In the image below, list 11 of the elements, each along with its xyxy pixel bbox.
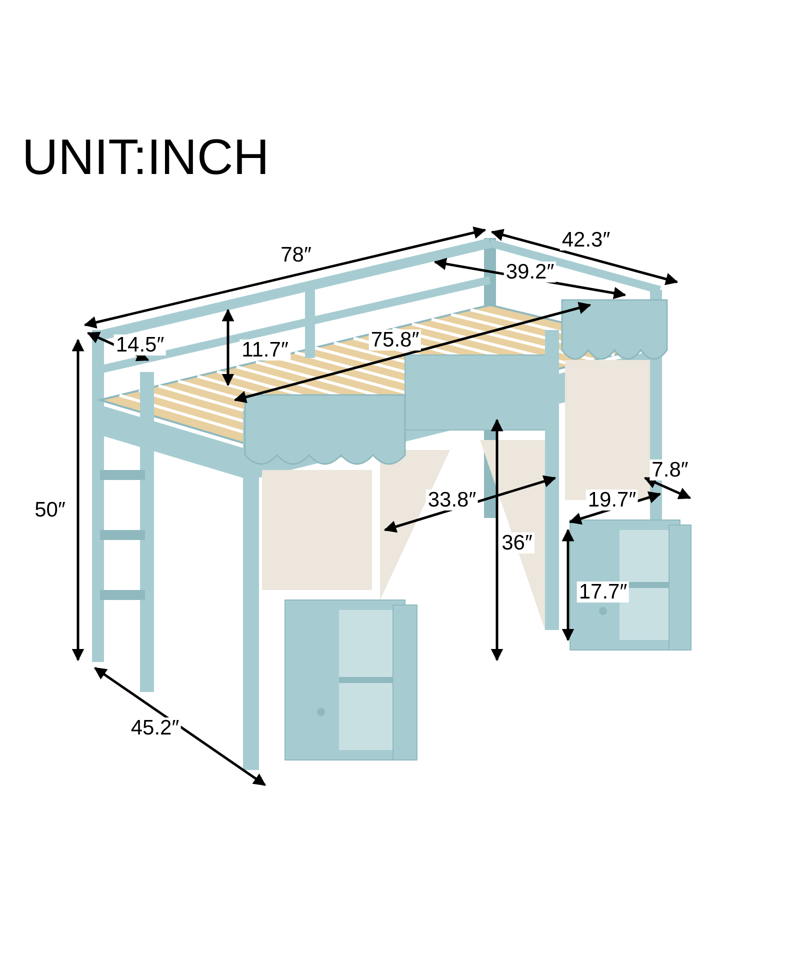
- dimension-label: 11.7″: [240, 340, 290, 360]
- dimension-label: 14.5″: [114, 334, 166, 356]
- dimension-label: 19.7″: [586, 490, 638, 510]
- dimension-label: 17.7″: [576, 582, 630, 602]
- dimension-label: 42.3″: [560, 230, 612, 250]
- dimension-label: 36″: [500, 532, 534, 554]
- dimension-label: 7.8″: [650, 460, 690, 480]
- dimension-label: 33.8″: [426, 490, 478, 510]
- unit-heading: UNIT:INCH: [22, 132, 270, 182]
- dimension-label: 75.8″: [368, 330, 422, 350]
- dimension-label: 39.2″: [504, 262, 556, 282]
